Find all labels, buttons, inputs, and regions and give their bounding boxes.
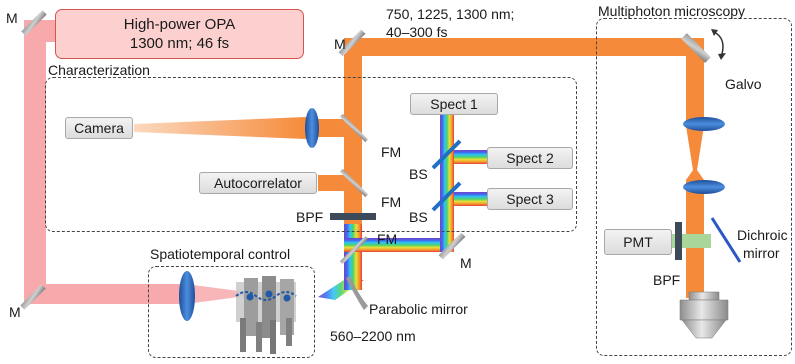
bandpass-filter (675, 222, 682, 260)
parabolic-mirror-label: Parabolic mirror (369, 301, 468, 317)
pulse-shaper (235, 276, 297, 354)
spectrometer-2: Spect 2 (487, 147, 573, 169)
bandpass-filter-label: BPF (653, 272, 681, 288)
flip-mirror-label: FM (377, 231, 398, 247)
parabolic-mirror (346, 276, 368, 310)
dichroic-label-line2: mirror (743, 245, 780, 261)
pmt-device: PMT (604, 229, 672, 255)
spectrometer-1: Spect 1 (410, 93, 498, 115)
flip-mirror[interactable] (339, 168, 369, 198)
flip-mirror-label: FM (381, 144, 402, 160)
opa-source: High-power OPA 1300 nm; 46 fs (55, 9, 304, 59)
dichroic-label-line1: Dichroic (737, 227, 788, 243)
dichroic-mirror (710, 217, 742, 263)
spatiotemporal-frame (148, 266, 315, 358)
beam-splitter (431, 181, 462, 212)
beam-splitter (431, 139, 462, 170)
objective-lens (679, 291, 729, 339)
flip-mirror[interactable] (339, 113, 369, 143)
characterization-title: Characterization (48, 62, 150, 78)
galvo-mirror[interactable] (681, 29, 726, 63)
spectrometer-3: Spect 3 (487, 188, 573, 210)
multiphoton-title: Multiphoton microscopy (598, 3, 746, 19)
broadband-beam (318, 108, 488, 300)
beam-spec-line1: 750, 1225, 1300 nm; (386, 6, 515, 22)
mirror (338, 29, 366, 57)
mirror-label: M (6, 10, 18, 26)
galvo-label: Galvo (725, 76, 762, 92)
lens (683, 117, 725, 131)
mirror (20, 284, 46, 310)
beam-splitter-label: BS (409, 166, 428, 182)
camera-device: Camera (65, 117, 133, 139)
spatiotemporal-title: Spatiotemporal control (150, 246, 291, 262)
input-beam (24, 20, 246, 304)
characterization-frame (45, 77, 577, 232)
mirror-label: M (9, 304, 21, 320)
bandpass-filter-label: BPF (296, 209, 324, 225)
mirror-label: M (460, 255, 472, 271)
bandpass-filter (330, 213, 376, 220)
broadband-range-label: 560–2200 nm (330, 328, 416, 344)
mirror (21, 10, 47, 36)
main-beam (134, 38, 704, 298)
lens (179, 271, 195, 321)
autocorrelator-device: Autocorrelator (199, 172, 317, 194)
opa-spec: 1300 nm; 46 fs (129, 35, 230, 52)
flip-mirror[interactable] (339, 235, 369, 265)
flip-mirror-label: FM (381, 194, 402, 210)
lens (305, 108, 319, 148)
lens (683, 180, 725, 194)
opa-name: High-power OPA (123, 16, 236, 33)
beam-splitter-label: BS (409, 209, 428, 225)
multiphoton-frame (596, 18, 792, 356)
mirror (438, 232, 466, 260)
beam-spec-line2: 40–300 fs (386, 24, 448, 40)
mirror-label: M (334, 36, 346, 52)
